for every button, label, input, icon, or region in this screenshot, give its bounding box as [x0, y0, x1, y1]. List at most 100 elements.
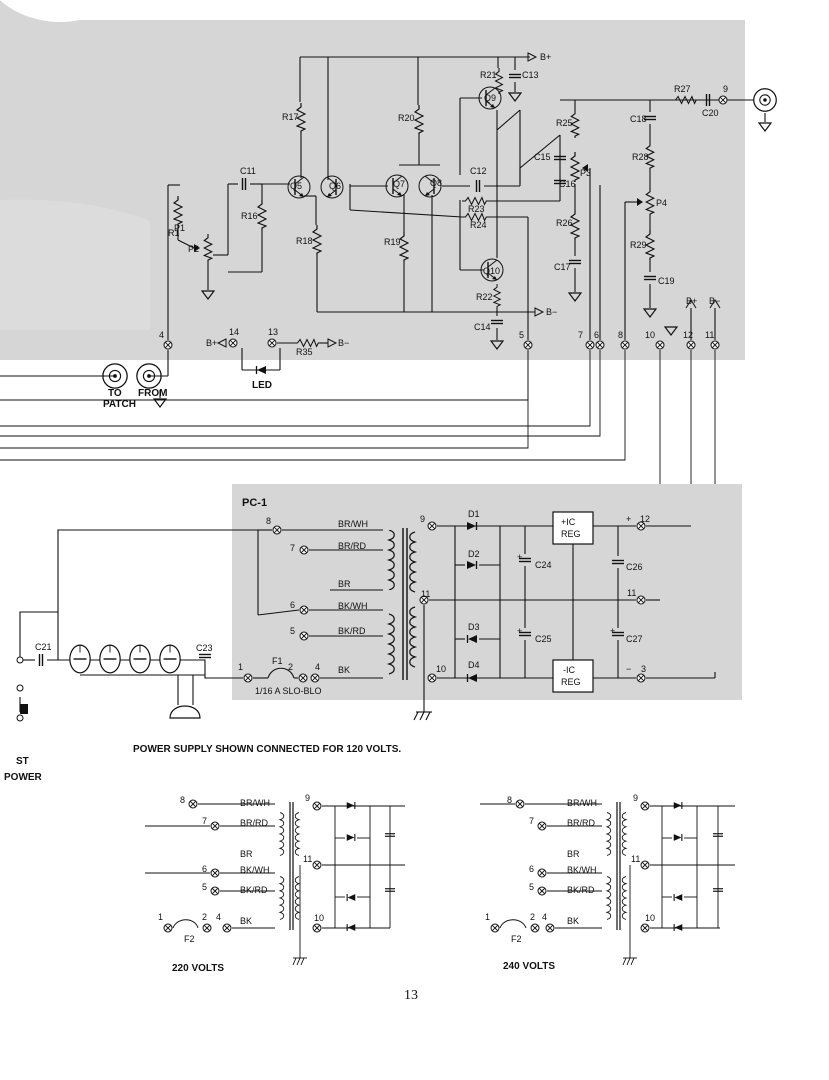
bminus-right-label: B− — [709, 296, 720, 306]
r24-label: R24 — [470, 220, 487, 230]
r17-label: R17 — [282, 112, 299, 122]
v220-t4: 4 — [216, 912, 221, 922]
term-13-label: 13 — [268, 327, 278, 337]
v220-t11: 11 — [303, 854, 312, 864]
r29-label: R29 — [630, 240, 647, 250]
psu-chassis-ground-icon — [413, 711, 432, 721]
term-5-label: 5 — [519, 330, 524, 340]
psu-term-6-label: 6 — [290, 600, 295, 610]
top-panel-shade-main — [150, 22, 745, 360]
v220-w0: BR/WH — [240, 798, 270, 808]
term-7-label: 7 — [578, 330, 583, 340]
psu-term-7-label: 7 — [290, 543, 295, 553]
variant-220v: 8 7 6 5 1 2 4 BR/WH BR/RD BR BK/WH BK/RD… — [145, 793, 405, 974]
v220-t10: 10 — [314, 913, 324, 923]
c27-label: C27 — [626, 634, 643, 644]
term-11-label: 11 — [705, 330, 714, 340]
psu-out-plus-label: + — [626, 514, 631, 524]
term-14-label: 14 — [229, 327, 239, 337]
v220-ground-icon — [292, 957, 307, 966]
r19-label: R19 — [384, 237, 401, 247]
v220-fuse: F2 — [184, 934, 195, 944]
pc1-label: PC-1 — [242, 497, 267, 509]
wire-br-wh-label: BR/WH — [338, 519, 368, 529]
v240-fuse: F2 — [511, 934, 522, 944]
v240-t11: 11 — [631, 854, 640, 864]
term-6-label: 6 — [594, 330, 599, 340]
c24-plus-label: + — [517, 552, 522, 562]
filter-tube-icons — [69, 644, 181, 674]
v240-t2: 2 — [530, 912, 535, 922]
bminus-arrow-icon — [534, 307, 545, 317]
neg-reg-label: REG — [561, 677, 581, 687]
wire-bk-label: BK — [338, 665, 350, 675]
r20-label: R20 — [398, 113, 415, 123]
c25-plus-label: + — [517, 626, 522, 636]
wire-bk-wh-label: BK/WH — [338, 601, 368, 611]
term-8-label: 8 — [618, 330, 623, 340]
bus-wires — [0, 350, 716, 672]
psu-term-11b-label: 11 — [627, 588, 636, 598]
term-9-top-label: 9 — [723, 84, 728, 94]
c15-label: C15 — [534, 152, 551, 162]
c19-label: C19 — [658, 276, 675, 286]
r1-label: R1 — [168, 228, 180, 238]
psu-term-5-label: 5 — [290, 626, 295, 636]
jack-patch-label: PATCH — [103, 399, 136, 410]
psu-term-9-label: 9 — [420, 514, 425, 524]
r18-label: R18 — [296, 236, 313, 246]
v220-t5: 5 — [202, 882, 207, 892]
c23-label: C23 — [196, 643, 213, 653]
v240-t6: 6 — [529, 864, 534, 874]
v240-t9: 9 — [633, 793, 638, 803]
c16-label: C16 — [559, 179, 576, 189]
power-switch-power-label: POWER — [4, 772, 43, 783]
c20-label: C20 — [702, 108, 719, 118]
v240-w1: BR/RD — [567, 818, 596, 828]
bminus-led-label: B− — [338, 338, 349, 348]
jack-to-label: TO — [108, 388, 122, 399]
v240-w0: BR/WH — [567, 798, 597, 808]
v220-w2: BR — [240, 849, 253, 859]
pos-reg-ic-label: +IC — [561, 517, 576, 527]
psu-term-10-label: 10 — [436, 664, 446, 674]
q10-label: Q10 — [483, 266, 500, 276]
v240-t4: 4 — [542, 912, 547, 922]
psu-out-minus-label: − — [626, 664, 631, 674]
psu-caption: POWER SUPPLY SHOWN CONNECTED FOR 120 VOL… — [133, 744, 401, 755]
r28-label: R28 — [632, 152, 649, 162]
led-label: LED — [252, 380, 272, 391]
p1-label: P1 — [174, 223, 185, 233]
v240-w2: BR — [567, 849, 580, 859]
output-jack-icon — [753, 88, 777, 112]
c25-label: C25 — [535, 634, 552, 644]
c18-label: C18 — [630, 114, 647, 124]
page-number: 13 — [404, 988, 418, 1003]
top-panel-shade-left — [0, 180, 160, 360]
v240-ground-icon — [622, 957, 637, 966]
v240-w5: BK — [567, 916, 579, 926]
q5-label: Q5 — [290, 181, 302, 191]
psu-term-8-label: 8 — [266, 516, 271, 526]
term-4-label: 4 — [159, 330, 164, 340]
d3-label: D3 — [468, 622, 480, 632]
r27-label: R27 — [674, 84, 691, 94]
pc1-panel-background — [232, 484, 742, 700]
p2-label: P2 — [188, 244, 199, 254]
c17-label: C17 — [554, 262, 571, 272]
q6-label: Q6 — [329, 181, 341, 191]
fuse-f1-label: F1 — [272, 656, 283, 666]
v240-w3: BK/WH — [567, 865, 597, 875]
v240-t8: 8 — [507, 795, 512, 805]
d4-label: D4 — [468, 660, 480, 670]
led-icon — [255, 365, 267, 375]
bplus-right-label: B+ — [686, 296, 697, 306]
bplus-arrow-icon — [527, 52, 538, 62]
bplus-top-label: B+ — [540, 52, 551, 62]
d1-label: D1 — [468, 509, 480, 519]
psu-term-2-label: 2 — [288, 662, 293, 672]
bplus-led-label: B+ — [206, 338, 217, 348]
r22-label: R22 — [476, 292, 493, 302]
v220-t2: 2 — [202, 912, 207, 922]
